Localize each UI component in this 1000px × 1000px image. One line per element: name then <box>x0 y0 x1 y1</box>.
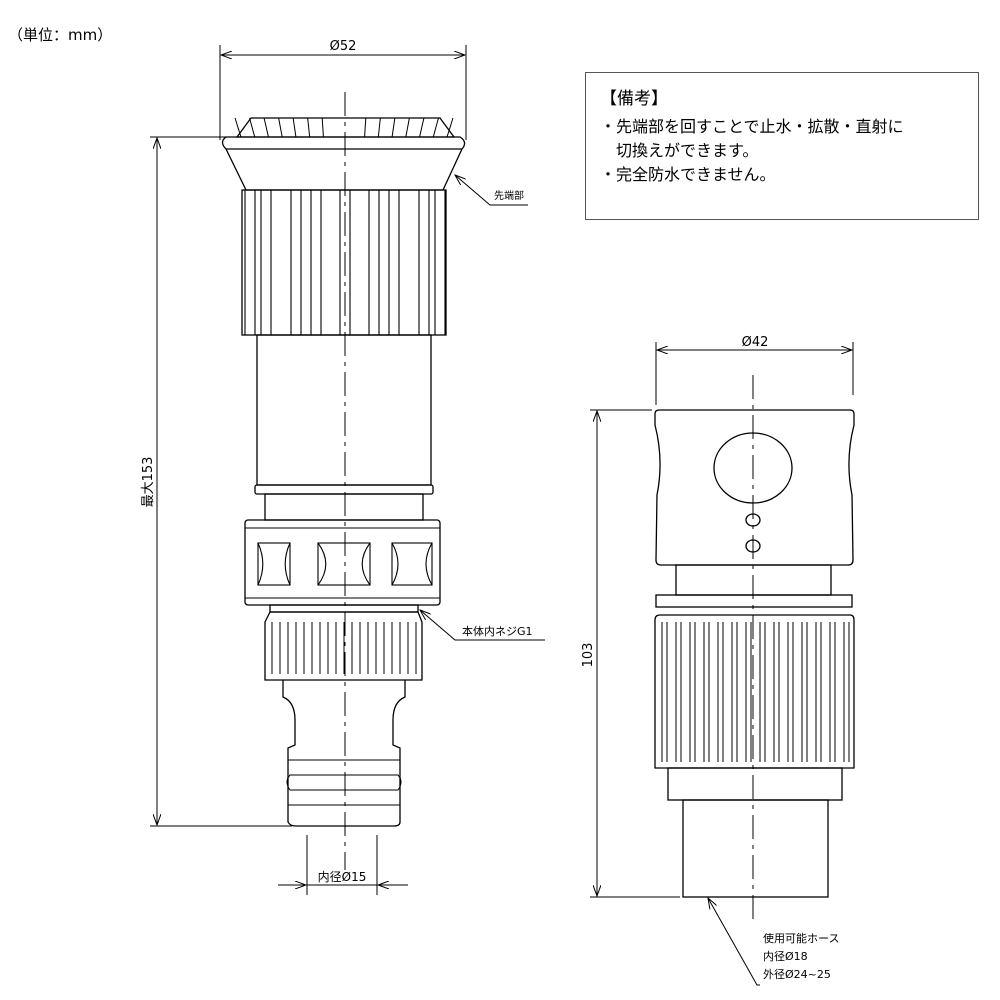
hose-tube <box>682 799 829 898</box>
drawing-line <box>278 117 283 138</box>
tip-collar <box>221 136 466 191</box>
barrel-ring <box>254 484 434 495</box>
drawing-line <box>432 117 439 138</box>
ribbed-body <box>241 189 447 336</box>
drawing-line <box>234 117 242 138</box>
drawing-line <box>249 117 256 138</box>
thread-label: 本体内ネジG1 <box>462 624 533 638</box>
window-curve <box>257 542 291 586</box>
coupling-nut <box>244 519 441 606</box>
unit-label: （単位：mm） <box>8 26 113 44</box>
dim-103-label: 103 <box>581 643 596 668</box>
nozzle-side-view: Ø52 <box>141 39 545 895</box>
drawing-line <box>307 117 311 138</box>
notes-box: 【備考】 ・先端部を回すことで止水・拡散・直射に 切換えができます。 ・完全防水… <box>585 72 979 220</box>
nut-window <box>391 542 433 586</box>
release-button <box>713 432 793 504</box>
window-curve <box>391 542 433 586</box>
drawing-line <box>321 117 324 138</box>
barrel <box>256 334 432 486</box>
hose-leader <box>708 898 760 986</box>
drawing-line <box>263 117 269 138</box>
hose-label-line: 内径Ø18 <box>763 949 808 963</box>
nut-window <box>317 542 371 586</box>
thread-leader <box>420 610 545 641</box>
hose-label-line: 外径Ø24~25 <box>763 968 831 981</box>
dim-42-label: Ø42 <box>742 335 769 350</box>
drawing-line <box>377 117 381 138</box>
drawing-line <box>364 117 367 138</box>
drawing-line <box>292 117 297 138</box>
inner-dim-label: 内径Ø15 <box>318 870 367 884</box>
note-line: ・先端部を回すことで止水・拡散・直射に <box>600 117 904 136</box>
dim-52-label: Ø52 <box>330 39 357 54</box>
connector-side-view: Ø42 103 使用可能ホース 内径Ø18 外径Ø24~25 <box>581 335 855 986</box>
drawing-line <box>446 117 454 138</box>
note-line: ・完全防水できません。 <box>600 165 776 184</box>
drawing-line <box>391 117 396 138</box>
note-line: 切換えができます。 <box>616 141 759 160</box>
tip-label: 先端部 <box>494 189 524 202</box>
hose-plug <box>282 680 406 827</box>
window-curve <box>317 542 371 586</box>
notes-title: 【備考】 <box>600 89 668 109</box>
drawing-line <box>419 117 425 138</box>
dim-153-label: 最大153 <box>141 457 156 508</box>
drawing-line <box>405 117 410 138</box>
connector-collar <box>667 767 843 801</box>
hose-label-line: 使用可能ホース <box>763 931 839 945</box>
connector-knurl <box>654 614 855 769</box>
nut-window <box>257 542 291 586</box>
connector-body <box>654 409 855 566</box>
knurled-nut <box>264 611 423 681</box>
tip-leader <box>455 175 528 206</box>
